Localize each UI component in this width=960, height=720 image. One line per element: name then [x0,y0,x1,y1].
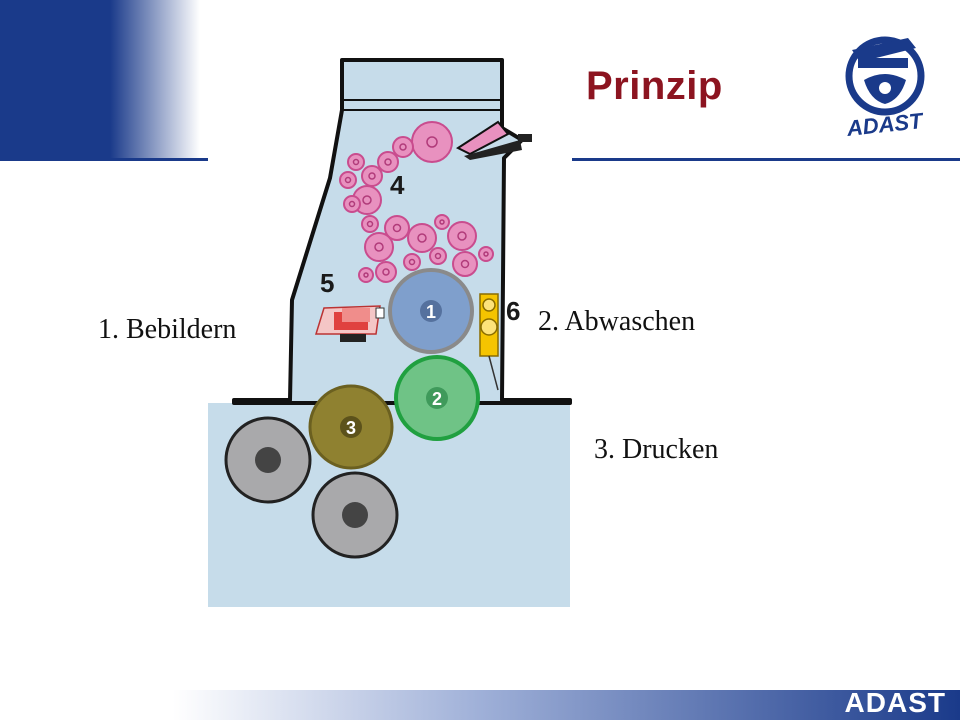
badge-3: 3 [346,418,356,438]
footer-brand: ADAST [844,687,946,718]
imaging-head [314,305,385,342]
ink-roller-hubs [344,136,489,278]
ink-roller [347,153,365,171]
unit-label-4: 4 [390,170,405,200]
ink-roller [447,221,477,251]
ink-roller [361,165,383,187]
inking-unit [339,121,494,283]
ink-roller [375,261,397,283]
badge-3-circle [340,416,362,438]
footer-band: ADAST [0,687,960,720]
badge-2: 2 [432,389,442,409]
ink-roller [343,195,361,213]
badge-1: 1 [426,302,436,322]
ink-roller [358,267,374,283]
ink-roller [361,215,379,233]
header-rule-left [0,158,208,161]
ink-roller [407,223,437,253]
ink-duct-knob [518,134,532,142]
ink-roller [377,151,399,173]
paper-roller-upper-hub [255,447,281,473]
ink-roller [364,232,394,262]
ink-duct-blade [464,140,522,160]
step-label-imaging: 1. Bebildern [98,314,237,345]
ink-duct [455,120,510,156]
ink-roller [384,215,410,241]
header-rule-right [572,158,960,161]
slide-title: Prinzip [586,64,723,108]
ink-roller [403,253,421,271]
unit-label-5: 5 [320,268,334,298]
adast-logo-icon: ADAST [845,36,925,138]
ink-roller [411,121,453,163]
step-label-washing: 2. Abwaschen [538,306,696,337]
header-gradient-band [0,0,200,160]
cleaning-unit [479,293,499,391]
step-label-printing: 3. Drucken [594,434,719,465]
unit-label-6: 6 [506,296,520,326]
badge-2-circle [426,387,448,409]
ink-roller [452,251,478,277]
ink-roller [478,246,494,262]
ink-roller [339,171,357,189]
paper-roller-lower-hub [342,502,368,528]
badge-1-circle [420,300,442,322]
ink-roller [392,136,414,158]
ink-roller [429,247,447,265]
ink-roller [434,214,450,230]
